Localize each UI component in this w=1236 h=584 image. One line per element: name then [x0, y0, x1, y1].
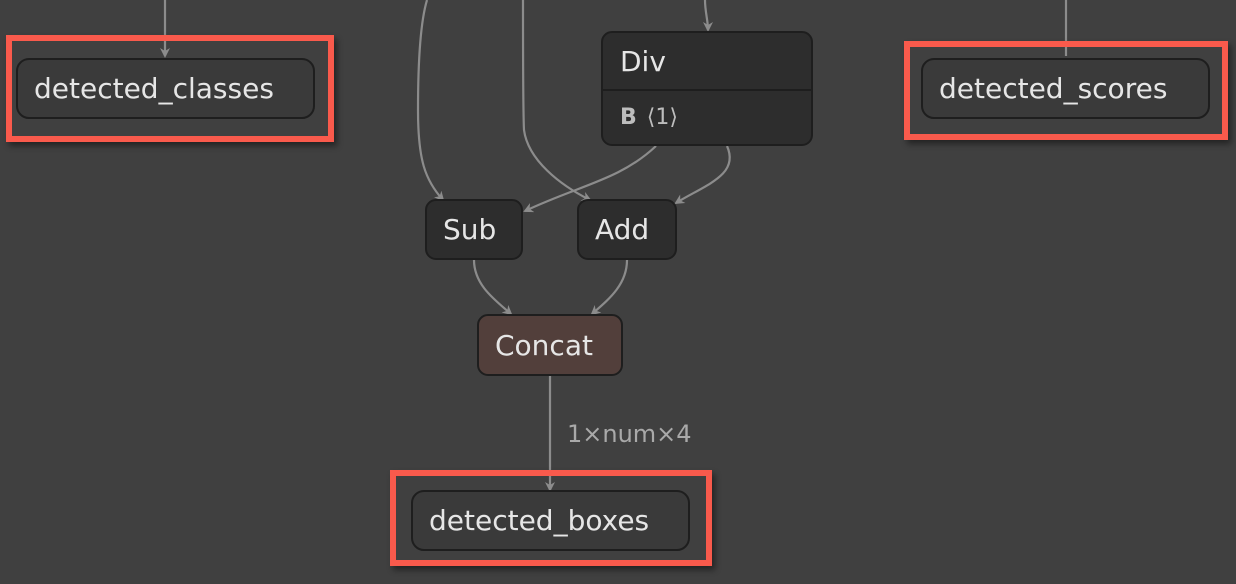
node-label: detected_scores: [939, 72, 1168, 105]
node-label: Sub: [443, 213, 497, 246]
highlight-detected-scores: [904, 41, 1228, 140]
edge-div-to-sub: [523, 145, 657, 213]
node-label: Concat: [495, 328, 593, 362]
attribute-value: ⟨1⟩: [646, 104, 678, 130]
node-detected-classes[interactable]: detected_classes: [16, 58, 315, 119]
node-label: detected_boxes: [429, 504, 650, 537]
attribute-name: B: [620, 104, 637, 130]
edge-sub-to-concat: [472, 259, 513, 316]
edge-label-shape: 1×num×4: [567, 420, 692, 448]
edge-div-to-add: [674, 145, 731, 205]
node-detected-boxes[interactable]: detected_boxes: [411, 490, 690, 551]
edge-add-to-concat: [590, 259, 629, 316]
node-add[interactable]: Add: [577, 199, 677, 260]
node-label: Div: [603, 33, 811, 91]
highlight-detected-boxes: [390, 470, 712, 566]
node-div[interactable]: Div B ⟨1⟩: [601, 31, 813, 146]
node-concat[interactable]: Concat: [477, 314, 623, 376]
node-detected-scores[interactable]: detected_scores: [921, 58, 1210, 119]
node-label: detected_classes: [34, 72, 274, 105]
edge-to-sub: [416, 0, 445, 202]
edge-to-div: [702, 0, 713, 32]
node-attribute: B ⟨1⟩: [603, 91, 811, 143]
highlight-detected-classes: [6, 35, 334, 142]
edge-to-add: [521, 0, 592, 201]
node-sub[interactable]: Sub: [425, 199, 523, 260]
node-label: Add: [595, 213, 650, 246]
